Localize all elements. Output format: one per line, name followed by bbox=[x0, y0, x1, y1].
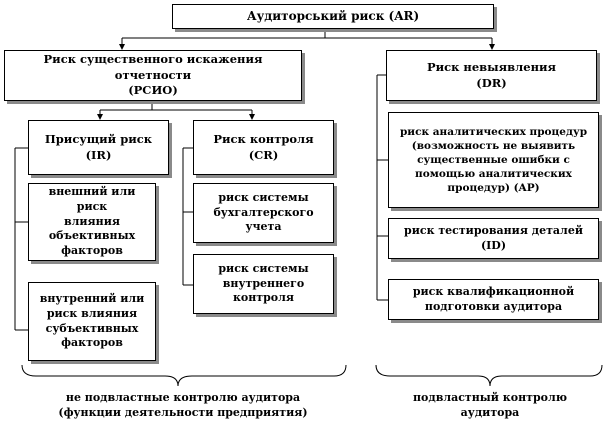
dr-qualification-line: подготовки аудитора bbox=[424, 299, 563, 313]
cr-abbrev: (CR) bbox=[248, 147, 279, 162]
ir-internal-box: внутренний или риск влияния субъективных… bbox=[28, 282, 156, 361]
dr-analytical-box: риск аналитических процедур (возможность… bbox=[388, 112, 599, 208]
cr-internal-control-line: контроля bbox=[232, 291, 295, 305]
dr-detail-testing-line: (ID) bbox=[480, 238, 507, 252]
dr-analytical-line: риск аналитических процедур bbox=[399, 125, 588, 138]
cr-internal-control-line: риск системы bbox=[218, 261, 309, 275]
right-brace bbox=[375, 364, 603, 387]
rsio-label: Риск существенного искажения отчетности bbox=[43, 52, 263, 82]
dr-label: Риск невыявления bbox=[426, 59, 557, 74]
left-brace bbox=[21, 364, 347, 387]
caption-controllable-line: аудитора bbox=[460, 406, 520, 420]
audit-risk-box: Аудиторський риск (AR) bbox=[172, 4, 494, 29]
dr-detail-testing-line: риск тестирования деталей bbox=[404, 223, 583, 237]
ir-label: Присущий риск bbox=[44, 131, 153, 146]
dr-qualification-line: риск квалификационной bbox=[412, 284, 575, 298]
ir-external-line: влияния bbox=[63, 214, 121, 228]
rsio-abbrev: (РСИО) bbox=[128, 83, 178, 98]
caption-uncontrollable-line: (функции деятельности предприятия) bbox=[58, 406, 308, 420]
ir-external-line: внешний или риск bbox=[48, 184, 136, 213]
ir-box: Присущий риск (IR) bbox=[28, 120, 169, 175]
dr-box: Риск невыявления (DR) bbox=[386, 50, 597, 101]
ir-internal-line: внутренний или bbox=[39, 291, 145, 305]
rsio-box: Риск существенного искажения отчетности … bbox=[4, 50, 302, 101]
audit-risk-label: Аудиторський риск (AR) bbox=[246, 9, 420, 24]
cr-accounting-box: риск системы бухгалтерского учета bbox=[193, 183, 334, 243]
dr-abbrev: (DR) bbox=[476, 75, 507, 90]
caption-controllable-line: подвластный контролю bbox=[412, 391, 568, 404]
cr-label: Риск контроля bbox=[213, 131, 314, 146]
cr-box: Риск контроля (CR) bbox=[193, 120, 334, 175]
cr-accounting-line: бухгалтерского bbox=[213, 205, 314, 219]
cr-accounting-line: риск системы bbox=[218, 190, 309, 204]
caption-uncontrollable: не подвластные контролю аудитора (функци… bbox=[20, 390, 346, 421]
cr-accounting-line: учета bbox=[245, 220, 282, 234]
dr-qualification-box: риск квалификационной подготовки аудитор… bbox=[388, 279, 599, 320]
dr-analytical-line: помощью аналитических bbox=[415, 168, 572, 181]
cr-internal-control-box: риск системы внутреннего контроля bbox=[193, 254, 334, 314]
ir-internal-line: риск влияния bbox=[46, 306, 138, 320]
dr-analytical-line: существенные ошибки с bbox=[417, 153, 570, 166]
ir-internal-line: факторов bbox=[61, 336, 123, 350]
ir-external-line: объективных bbox=[48, 229, 136, 243]
ir-abbrev: (IR) bbox=[85, 147, 112, 162]
dr-analytical-line: процедур) (AP) bbox=[447, 182, 540, 195]
caption-uncontrollable-line: не подвластные контролю аудитора bbox=[65, 391, 301, 404]
ir-internal-line: субъективных bbox=[45, 321, 139, 335]
dr-analytical-line: (возможность не выявить bbox=[411, 139, 576, 152]
dr-detail-testing-box: риск тестирования деталей (ID) bbox=[388, 218, 599, 259]
caption-controllable: подвластный контролю аудитора bbox=[390, 390, 590, 421]
ir-external-line: факторов bbox=[61, 244, 123, 258]
ir-external-box: внешний или риск влияния объективных фак… bbox=[28, 183, 156, 261]
cr-internal-control-line: внутреннего bbox=[222, 276, 305, 290]
